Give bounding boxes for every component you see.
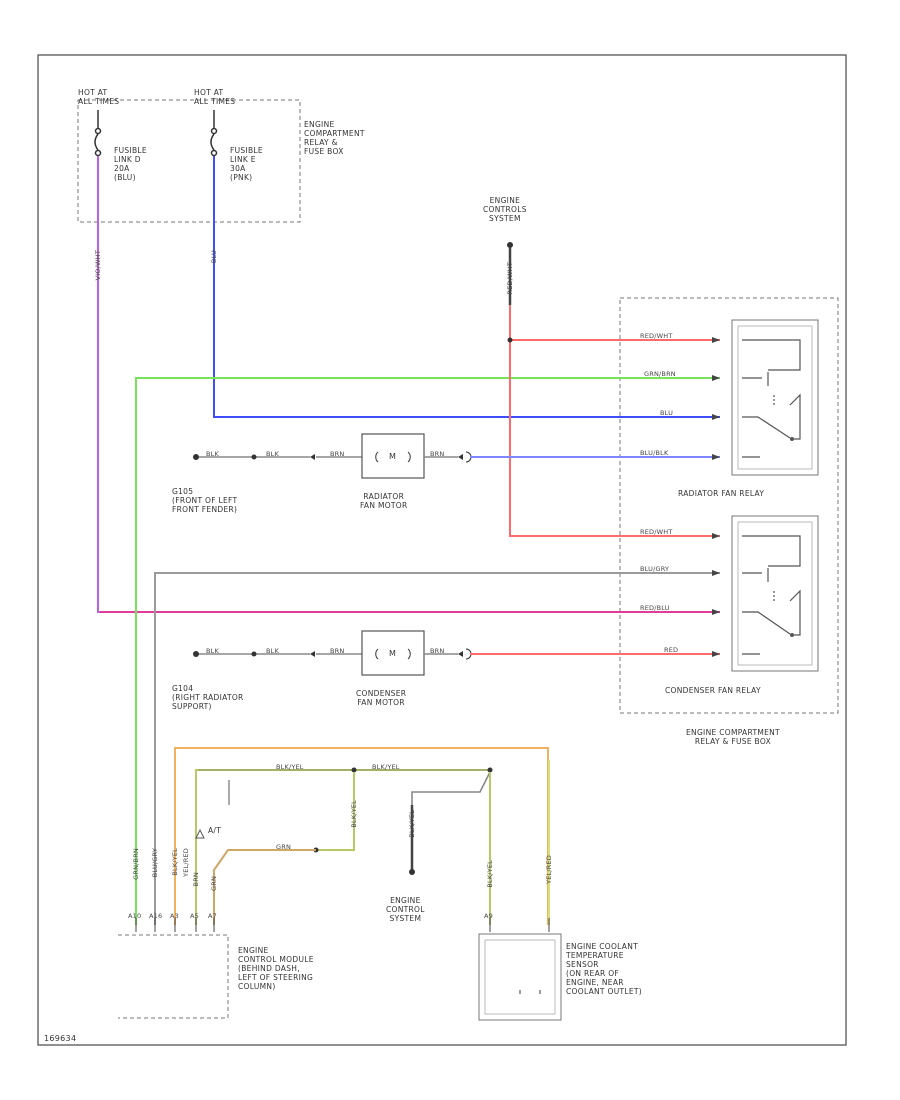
wire-gray: [154, 572, 720, 925]
wire-label-blue-2: BLU/BLK: [640, 449, 669, 457]
label-radiator-fan-relay: RADIATOR FAN RELAY: [678, 489, 765, 498]
condenser-fan-relay: [731, 515, 819, 672]
ect-sensor-box: [478, 933, 562, 1021]
diagram-border: [37, 54, 847, 1046]
label-hot-1: HOT AT ALL TIMES: [78, 88, 120, 106]
label-hot-2: HOT AT ALL TIMES: [194, 88, 236, 106]
fusebox-top-outline: [77, 99, 301, 223]
wire-label-c2: BLU/GRY: [151, 848, 159, 878]
label-motor-m-1: M: [389, 452, 397, 461]
pin-label-5: A7: [208, 912, 217, 920]
splice-yellow-right: [487, 767, 493, 773]
wire-at: [213, 849, 316, 925]
wire-label-c1: GRN/BRN: [132, 848, 140, 880]
wire-label-ecs-drop: BLK/YEL: [408, 810, 416, 838]
wire-label-c5: BRN: [192, 872, 200, 887]
wire-label-cond-motor-right: BRN: [430, 647, 445, 655]
radiator-fan-relay: [731, 319, 819, 476]
wire-label-c4: YEL/RED: [182, 848, 190, 877]
ect-sensor-inner: [484, 939, 556, 1015]
ecs-lower-connector: [409, 869, 415, 875]
ecs-connector: [507, 242, 513, 248]
wire-label-cond-gnd-2: BLK: [266, 647, 279, 655]
wire-label-ect-right: YEL/RED: [545, 855, 553, 884]
label-ecs-bottom: ENGINE CONTROL SYSTEM: [386, 896, 425, 923]
wire-label-rad-motor-right: BRN: [430, 450, 445, 458]
wire-label-rad-motor-left: BRN: [330, 450, 345, 458]
diagram-caption: 169634: [44, 1034, 77, 1043]
label-fusible-link-d: FUSIBLE LINK D 20A (BLU): [114, 146, 147, 182]
wire-label-ect-left: BLK/YEL: [486, 860, 494, 888]
wire-label-at: GRN: [276, 843, 292, 851]
wire-red-vertical: [509, 248, 720, 537]
wire-ecs-lower: [411, 771, 491, 870]
condenser-fan-motor: [361, 630, 425, 676]
pin-label-4: A5: [190, 912, 199, 920]
ecm-outline: [118, 934, 229, 1019]
label-ect-sensor: ENGINE COOLANT TEMPERATURE SENSOR (ON RE…: [566, 942, 642, 996]
wire-label-green: GRN/BRN: [644, 370, 676, 378]
wire-label-blue-vertical: BLU: [210, 250, 218, 264]
wire-label-cond-motor-left: BRN: [330, 647, 345, 655]
wire-violet: [97, 156, 720, 613]
splice-yellow: [351, 767, 357, 773]
wire-label-ecs: RED/WHT: [506, 262, 514, 295]
wire-blue: [213, 156, 720, 418]
label-fusebox-top: ENGINE COMPARTMENT RELAY & FUSE BOX: [304, 120, 365, 156]
wire-label-red-1: RED/WHT: [640, 332, 673, 340]
wire-label-red-3: RED: [664, 646, 679, 654]
label-radiator-fan-motor: RADIATOR FAN MOTOR: [360, 492, 408, 510]
condenser-fan-circuit: [193, 630, 720, 676]
connector-ticks: [135, 918, 550, 932]
pin-label-6: A9: [484, 912, 493, 920]
wire-label-gray: BLU/GRY: [640, 565, 670, 573]
wire-black-yellow-drop: [316, 772, 355, 851]
label-g104: G104 (RIGHT RADIATOR SUPPORT): [172, 684, 244, 711]
label-ecs-top: ENGINE CONTROLS SYSTEM: [483, 196, 527, 223]
wire-green: [135, 377, 720, 925]
wire-label-red-2: RED/WHT: [640, 528, 673, 536]
label-fusebox-bottom: ENGINE COMPARTMENT RELAY & FUSE BOX: [686, 728, 780, 746]
wire-label-yel-2: BLK/YEL: [372, 763, 400, 771]
wire-label-yel-1: BLK/YEL: [276, 763, 304, 771]
wire-label-c6: GRN: [210, 876, 218, 892]
wire-label-cond-gnd-1: BLK: [206, 647, 219, 655]
radiator-fan-circuit: [193, 433, 720, 479]
wire-label-violet: VIO/WHT: [94, 250, 102, 281]
label-at: A/T: [208, 826, 222, 835]
label-condenser-fan-motor: CONDENSER FAN MOTOR: [356, 689, 407, 707]
label-ecm: ENGINE CONTROL MODULE (BEHIND DASH, LEFT…: [238, 946, 314, 991]
pin-label-2: A16: [149, 912, 163, 920]
wire-label-rad-gnd-1: BLK: [206, 450, 219, 458]
wire-orange: [174, 747, 549, 925]
splice-red: [507, 337, 513, 343]
wire-label-rad-gnd-2: BLK: [266, 450, 279, 458]
relay-arrows: [712, 337, 720, 657]
at-triangle: [195, 828, 205, 839]
radiator-fan-motor: [361, 433, 425, 479]
wire-label-blue: BLU: [660, 409, 674, 417]
fusible-link-d: [94, 110, 102, 157]
fusebox-right-outline: [619, 297, 839, 714]
wire-label-yel-vertical: BLK/YEL: [350, 800, 358, 828]
label-fusible-link-e: FUSIBLE LINK E 30A (PNK): [230, 146, 263, 182]
wire-black-yellow-bus: [195, 769, 490, 925]
label-motor-m-2: M: [389, 649, 397, 658]
label-g105: G105 (FRONT OF LEFT FRONT FENDER): [172, 487, 238, 514]
fusible-link-e: [210, 110, 218, 157]
label-condenser-fan-relay: CONDENSER FAN RELAY: [665, 686, 761, 695]
pin-label-3: A3: [170, 912, 179, 920]
wire-label-c3: BLK/YEL: [171, 848, 179, 876]
wire-label-pink: RED/BLU: [640, 604, 670, 612]
pin-label-1: A10: [128, 912, 142, 920]
